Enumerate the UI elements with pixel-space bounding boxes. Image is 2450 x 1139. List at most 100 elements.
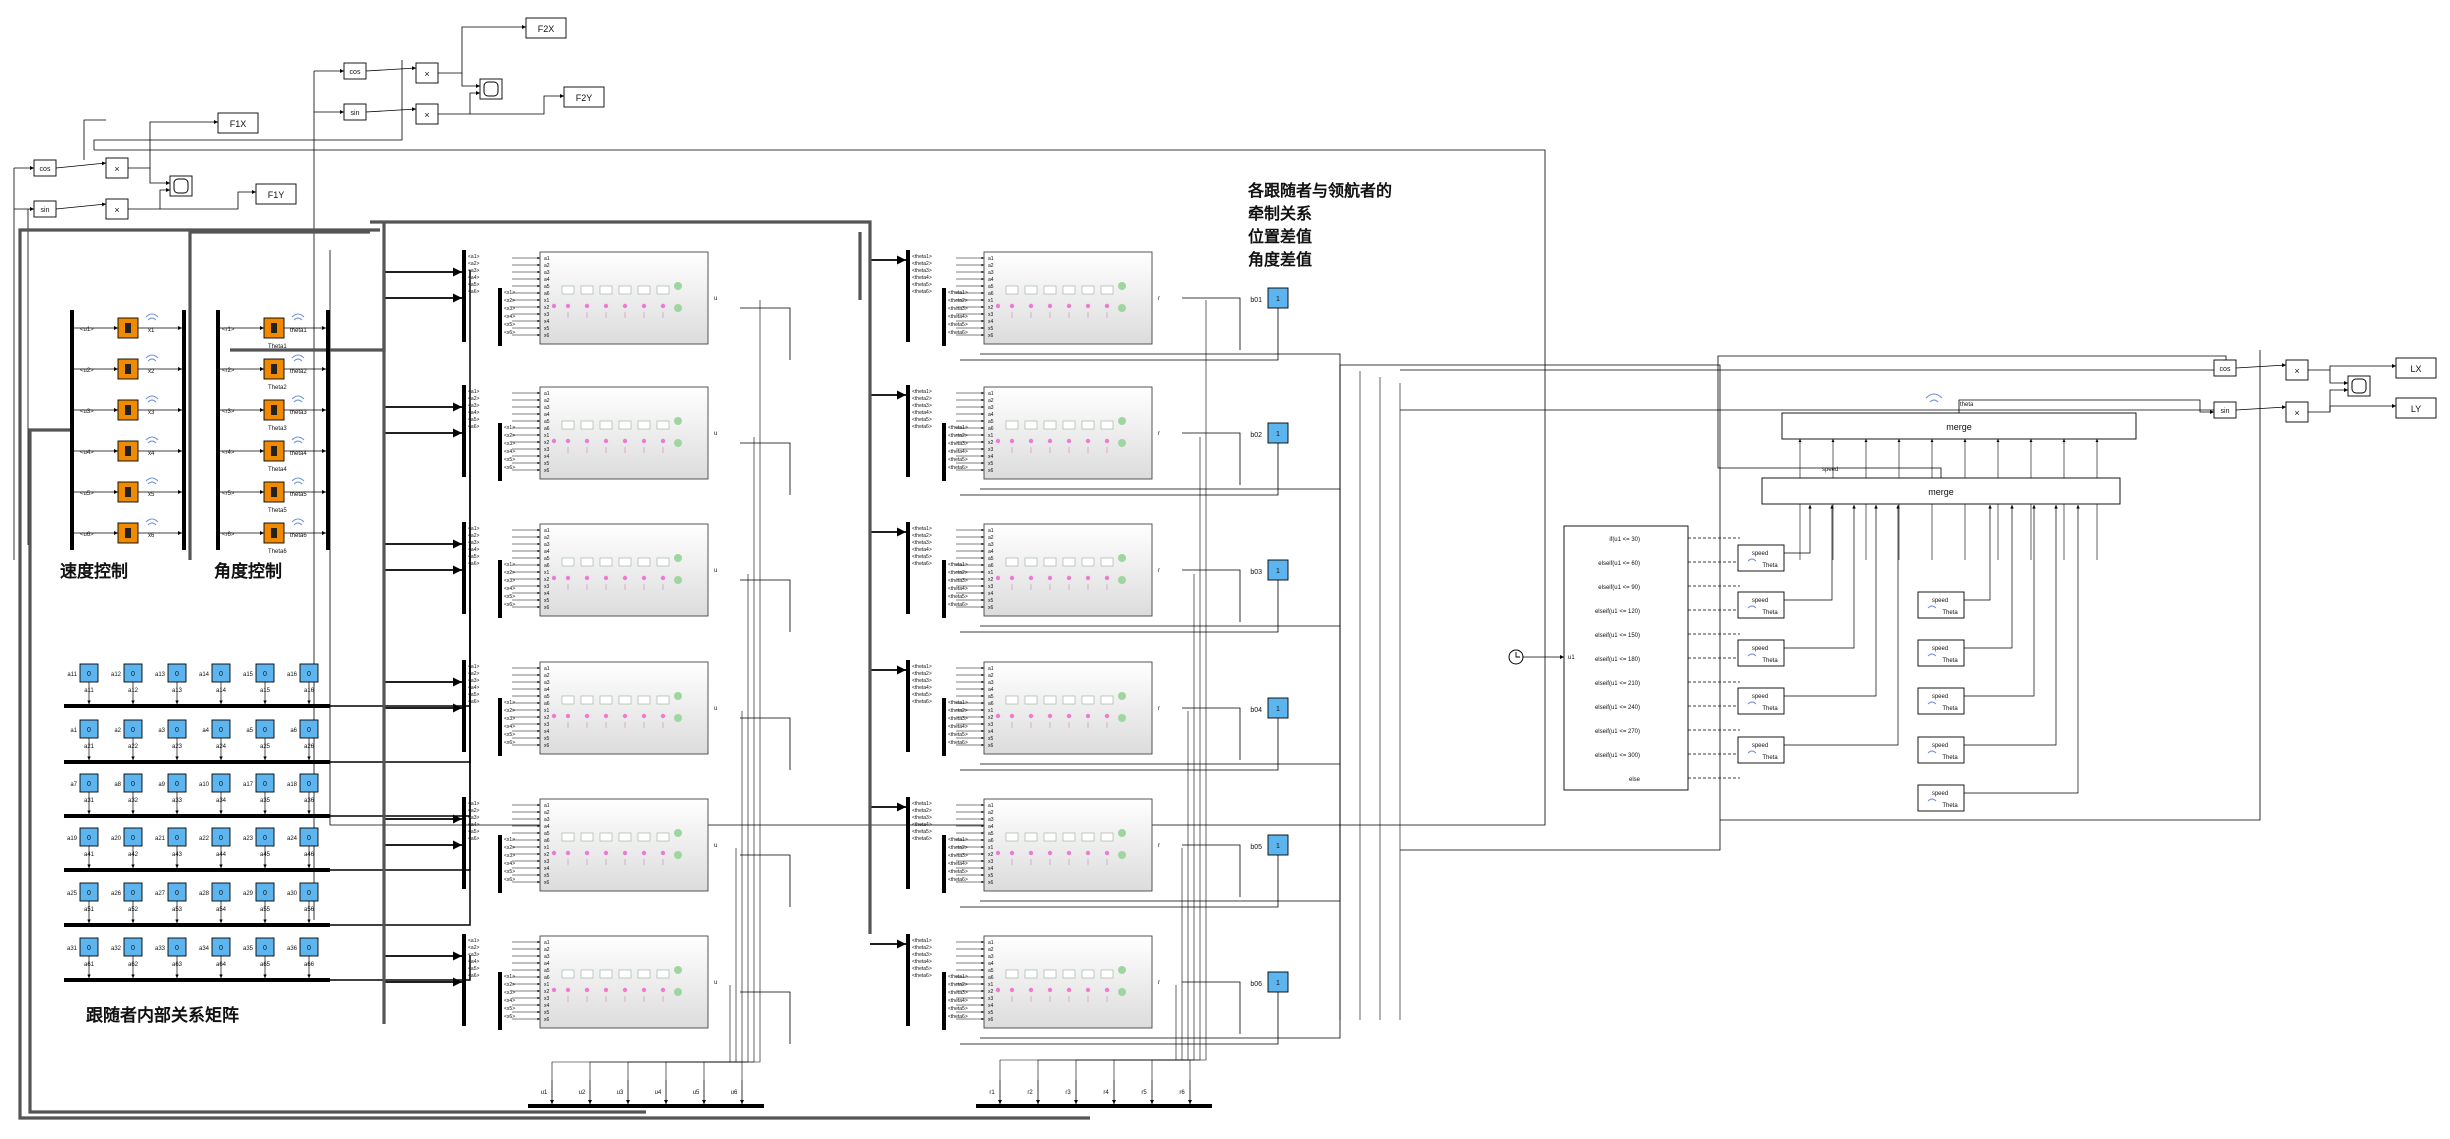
product-block-2[interactable] <box>105 198 129 220</box>
action-subsystem-right-5[interactable] <box>1917 784 1965 812</box>
matrix-const-a7[interactable] <box>79 773 99 793</box>
subsystem-body[interactable] <box>539 661 709 755</box>
if-block[interactable] <box>1563 525 1689 791</box>
action-subsystem-right-3[interactable] <box>1917 687 1965 715</box>
subsystem-body[interactable] <box>539 798 709 892</box>
position-subsystem-3[interactable] <box>539 523 709 617</box>
matrix-const-a31[interactable] <box>79 937 99 957</box>
gain-b06[interactable] <box>1267 971 1289 993</box>
matrix-const-a11[interactable] <box>79 663 99 683</box>
matrix-const-a10[interactable] <box>211 773 231 793</box>
matrix-const-a27[interactable] <box>167 882 187 902</box>
position-subsystem-2[interactable] <box>539 386 709 480</box>
matrix-const-a3[interactable] <box>167 719 187 739</box>
matrix-const-a8[interactable] <box>123 773 143 793</box>
subsystem-body[interactable] <box>539 523 709 617</box>
matrix-const-a21[interactable] <box>167 827 187 847</box>
position-subsystem-5[interactable] <box>539 798 709 892</box>
matrix-const-a20[interactable] <box>123 827 143 847</box>
cos-block-2[interactable] <box>343 62 367 80</box>
gain-wire <box>960 718 1279 771</box>
merge-speed-block[interactable] <box>1761 477 2121 505</box>
matrix-const-a17[interactable] <box>255 773 275 793</box>
ly-output[interactable] <box>2395 397 2437 419</box>
action-subsystem-right-4[interactable] <box>1917 736 1965 764</box>
subsystem-body[interactable] <box>983 523 1153 617</box>
matrix-const-a4[interactable] <box>211 719 231 739</box>
matrix-const-a5[interactable] <box>255 719 275 739</box>
gain-b03[interactable] <box>1267 559 1289 581</box>
position-subsystem-6[interactable] <box>539 935 709 1029</box>
matrix-const-a35[interactable] <box>255 937 275 957</box>
gain-b04[interactable] <box>1267 697 1289 719</box>
subsystem-body[interactable] <box>539 251 709 345</box>
matrix-const-a28[interactable] <box>211 882 231 902</box>
theta-subsystem-5[interactable] <box>983 798 1153 892</box>
matrix-const-a13[interactable] <box>167 663 187 683</box>
matrix-const-a36[interactable] <box>299 937 319 957</box>
subsystem-body[interactable] <box>983 935 1153 1029</box>
matrix-const-a12[interactable] <box>123 663 143 683</box>
matrix-const-a15[interactable] <box>255 663 275 683</box>
matrix-const-a19[interactable] <box>79 827 99 847</box>
matrix-const-a25[interactable] <box>79 882 99 902</box>
gain-b01[interactable] <box>1267 287 1289 309</box>
matrix-const-a22[interactable] <box>211 827 231 847</box>
f1x-output[interactable] <box>217 112 259 134</box>
subsystem-body[interactable] <box>539 935 709 1029</box>
action-subsystem-left-1[interactable] <box>1737 544 1785 572</box>
product-block-3[interactable] <box>415 62 439 84</box>
action-subsystem-left-2[interactable] <box>1737 591 1785 619</box>
action-subsystem-left-5[interactable] <box>1737 736 1785 764</box>
sin-block-1[interactable] <box>33 200 57 218</box>
subsystem-body[interactable] <box>539 386 709 480</box>
action-subsystem-left-4[interactable] <box>1737 687 1785 715</box>
action-subsystem-right-2[interactable] <box>1917 639 1965 667</box>
gain-b05[interactable] <box>1267 834 1289 856</box>
matrix-const-a34[interactable] <box>211 937 231 957</box>
subsystem-body[interactable] <box>983 798 1153 892</box>
matrix-const-a33[interactable] <box>167 937 187 957</box>
position-subsystem-4[interactable] <box>539 661 709 755</box>
matrix-const-a18[interactable] <box>299 773 319 793</box>
product-block-5[interactable] <box>2285 359 2309 381</box>
product-block-1[interactable] <box>105 157 129 179</box>
subsystem-body[interactable] <box>983 251 1153 345</box>
theta-subsystem-4[interactable] <box>983 661 1153 755</box>
sin-block-2[interactable] <box>343 103 367 121</box>
matrix-value: 0 <box>263 945 267 952</box>
lx-output[interactable] <box>2395 357 2437 379</box>
cos-block-3[interactable] <box>2213 359 2237 377</box>
matrix-const-a29[interactable] <box>255 882 275 902</box>
merge-theta-block[interactable] <box>1781 412 2137 440</box>
matrix-const-a9[interactable] <box>167 773 187 793</box>
subsystem-body[interactable] <box>983 386 1153 480</box>
action-subsystem-left-3[interactable] <box>1737 639 1785 667</box>
theta-subsystem-6[interactable] <box>983 935 1153 1029</box>
theta-subsystem-3[interactable] <box>983 523 1153 617</box>
matrix-const-a16[interactable] <box>299 663 319 683</box>
matrix-const-a23[interactable] <box>255 827 275 847</box>
matrix-const-a6[interactable] <box>299 719 319 739</box>
matrix-const-a2[interactable] <box>123 719 143 739</box>
matrix-const-a14[interactable] <box>211 663 231 683</box>
cos-block-1[interactable] <box>33 159 57 177</box>
action-subsystem-right-1[interactable] <box>1917 591 1965 619</box>
sin-block-3[interactable] <box>2213 401 2237 419</box>
matrix-const-a24[interactable] <box>299 827 319 847</box>
f2y-output[interactable] <box>563 86 605 108</box>
f2x-output[interactable] <box>525 17 567 39</box>
matrix-const-a32[interactable] <box>123 937 143 957</box>
gain-b02[interactable] <box>1267 422 1289 444</box>
theta-subsystem-1[interactable] <box>983 251 1153 345</box>
position-subsystem-1[interactable] <box>539 251 709 345</box>
matrix-const-a30[interactable] <box>299 882 319 902</box>
theta-subsystem-2[interactable] <box>983 386 1153 480</box>
product-block-4[interactable] <box>415 103 439 125</box>
u-bus-label: u4 <box>655 1090 662 1096</box>
product-block-6[interactable] <box>2285 401 2309 423</box>
f1y-output[interactable] <box>255 183 297 205</box>
subsystem-body[interactable] <box>983 661 1153 755</box>
matrix-const-a26[interactable] <box>123 882 143 902</box>
matrix-const-a1[interactable] <box>79 719 99 739</box>
